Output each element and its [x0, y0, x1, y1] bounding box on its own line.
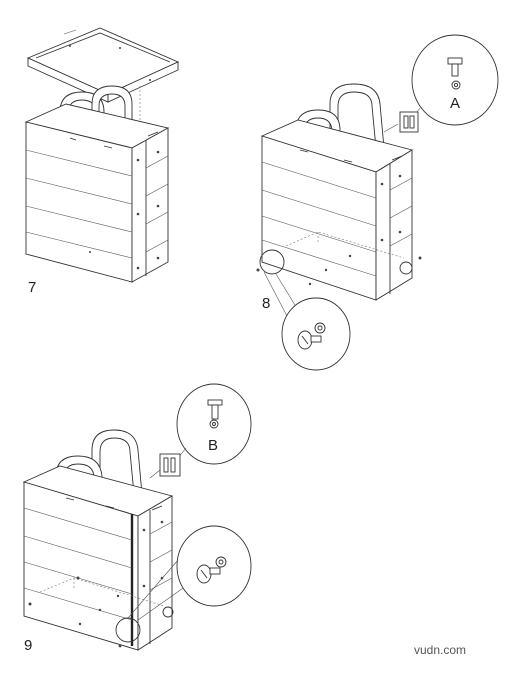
step-8-diagram [256, 34, 499, 371]
detail-screw-step-9 [176, 525, 252, 607]
step-8-number: 8 [262, 295, 271, 312]
bracket-icon-b [159, 453, 181, 477]
detail-a-magnifier [411, 34, 499, 126]
detail-a-label: A [450, 95, 461, 112]
detail-screw-step-8 [281, 297, 351, 371]
box-body-step-8 [256, 83, 422, 301]
box-body-step-7 [24, 85, 170, 283]
step-9-diagram [22, 383, 252, 651]
bracket-icon-a [399, 111, 419, 133]
detail-b-magnifier [176, 383, 252, 465]
box-body-step-9 [22, 429, 174, 651]
step-7-diagram [24, 27, 180, 283]
detail-b-label: B [208, 437, 219, 454]
step-9-number: 9 [24, 637, 33, 654]
step-7-number: 7 [28, 279, 37, 296]
watermark: vudn.com [414, 643, 467, 657]
